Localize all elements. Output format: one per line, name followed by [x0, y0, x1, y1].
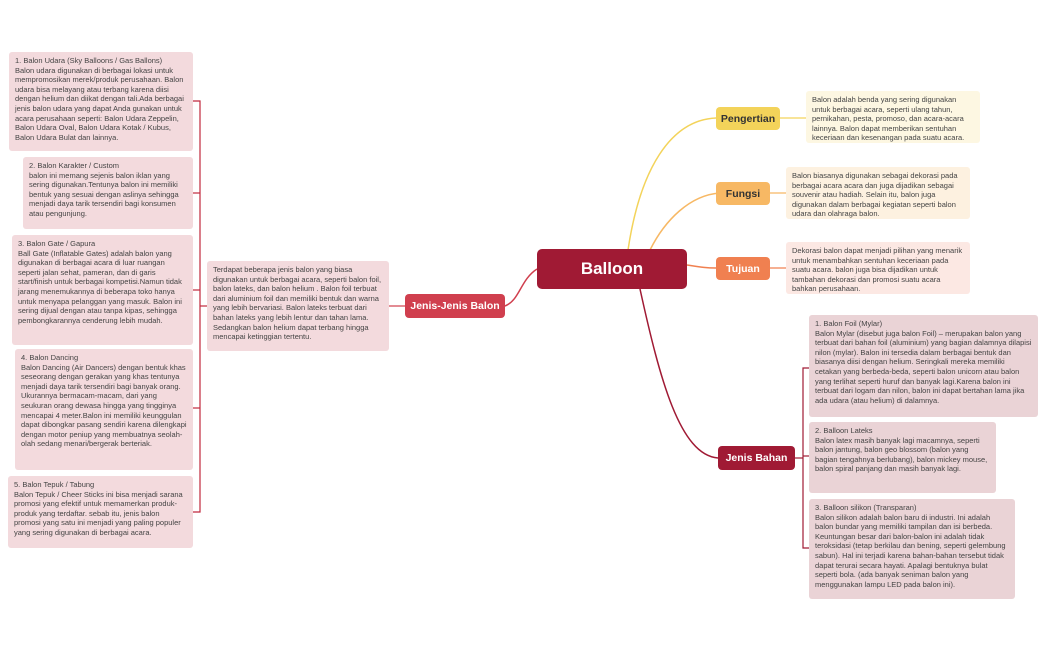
topic-pengertian[interactable]: Pengertian	[716, 107, 780, 130]
note-balon-lateks-text: 2. Balloon Lateks Balon latex masih bany…	[815, 426, 988, 474]
note-balon-foil-text: 1. Balon Foil (Mylar) Balon Mylar (diseb…	[815, 319, 1032, 405]
note-balon-gate-text: 3. Balon Gate / Gapura Ball Gate (Inflat…	[18, 239, 182, 325]
root-topic[interactable]: Balloon	[537, 249, 687, 289]
note-balon-udara: 1. Balon Udara (Sky Balloons / Gas Ballo…	[9, 52, 193, 151]
note-tujuan: Dekorasi balon dapat menjadi pilihan yan…	[786, 242, 970, 294]
note-balon-tepuk: 5. Balon Tepuk / Tabung Balon Tepuk / Ch…	[8, 476, 193, 548]
note-balon-karakter: 2. Balon Karakter / Custom balon ini mem…	[23, 157, 193, 229]
note-balon-foil: 1. Balon Foil (Mylar) Balon Mylar (diseb…	[809, 315, 1038, 417]
note-balon-silikon-text: 3. Balloon silikon (Transparan) Balon si…	[815, 503, 1006, 589]
note-balon-dancing: 4. Balon Dancing Balon Dancing (Air Danc…	[15, 349, 193, 470]
note-balon-dancing-text: 4. Balon Dancing Balon Dancing (Air Danc…	[21, 353, 187, 449]
note-jenis-jenis-balon: Terdapat beberapa jenis balon yang biasa…	[207, 261, 389, 351]
topic-jenis-bahan[interactable]: Jenis Bahan	[718, 446, 795, 470]
topic-jenis-jenis-balon[interactable]: Jenis-Jenis Balon	[405, 294, 505, 318]
note-tujuan-text: Dekorasi balon dapat menjadi pilihan yan…	[792, 246, 963, 294]
topic-tujuan[interactable]: Tujuan	[716, 257, 770, 280]
note-fungsi: Balon biasanya digunakan sebagai dekoras…	[786, 167, 970, 219]
note-balon-tepuk-text: 5. Balon Tepuk / Tabung Balon Tepuk / Ch…	[14, 480, 183, 537]
note-balon-gate: 3. Balon Gate / Gapura Ball Gate (Inflat…	[12, 235, 193, 345]
note-pengertian-text: Balon adalah benda yang sering digunakan…	[812, 95, 965, 143]
note-balon-silikon: 3. Balloon silikon (Transparan) Balon si…	[809, 499, 1015, 599]
topic-fungsi[interactable]: Fungsi	[716, 182, 770, 205]
note-fungsi-text: Balon biasanya digunakan sebagai dekoras…	[792, 171, 958, 219]
note-balon-lateks: 2. Balloon Lateks Balon latex masih bany…	[809, 422, 996, 493]
note-balon-udara-text: 1. Balon Udara (Sky Balloons / Gas Ballo…	[15, 56, 184, 142]
note-pengertian: Balon adalah benda yang sering digunakan…	[806, 91, 980, 143]
note-jenis-jenis-text: Terdapat beberapa jenis balon yang biasa…	[213, 265, 382, 342]
note-balon-karakter-text: 2. Balon Karakter / Custom balon ini mem…	[29, 161, 179, 218]
